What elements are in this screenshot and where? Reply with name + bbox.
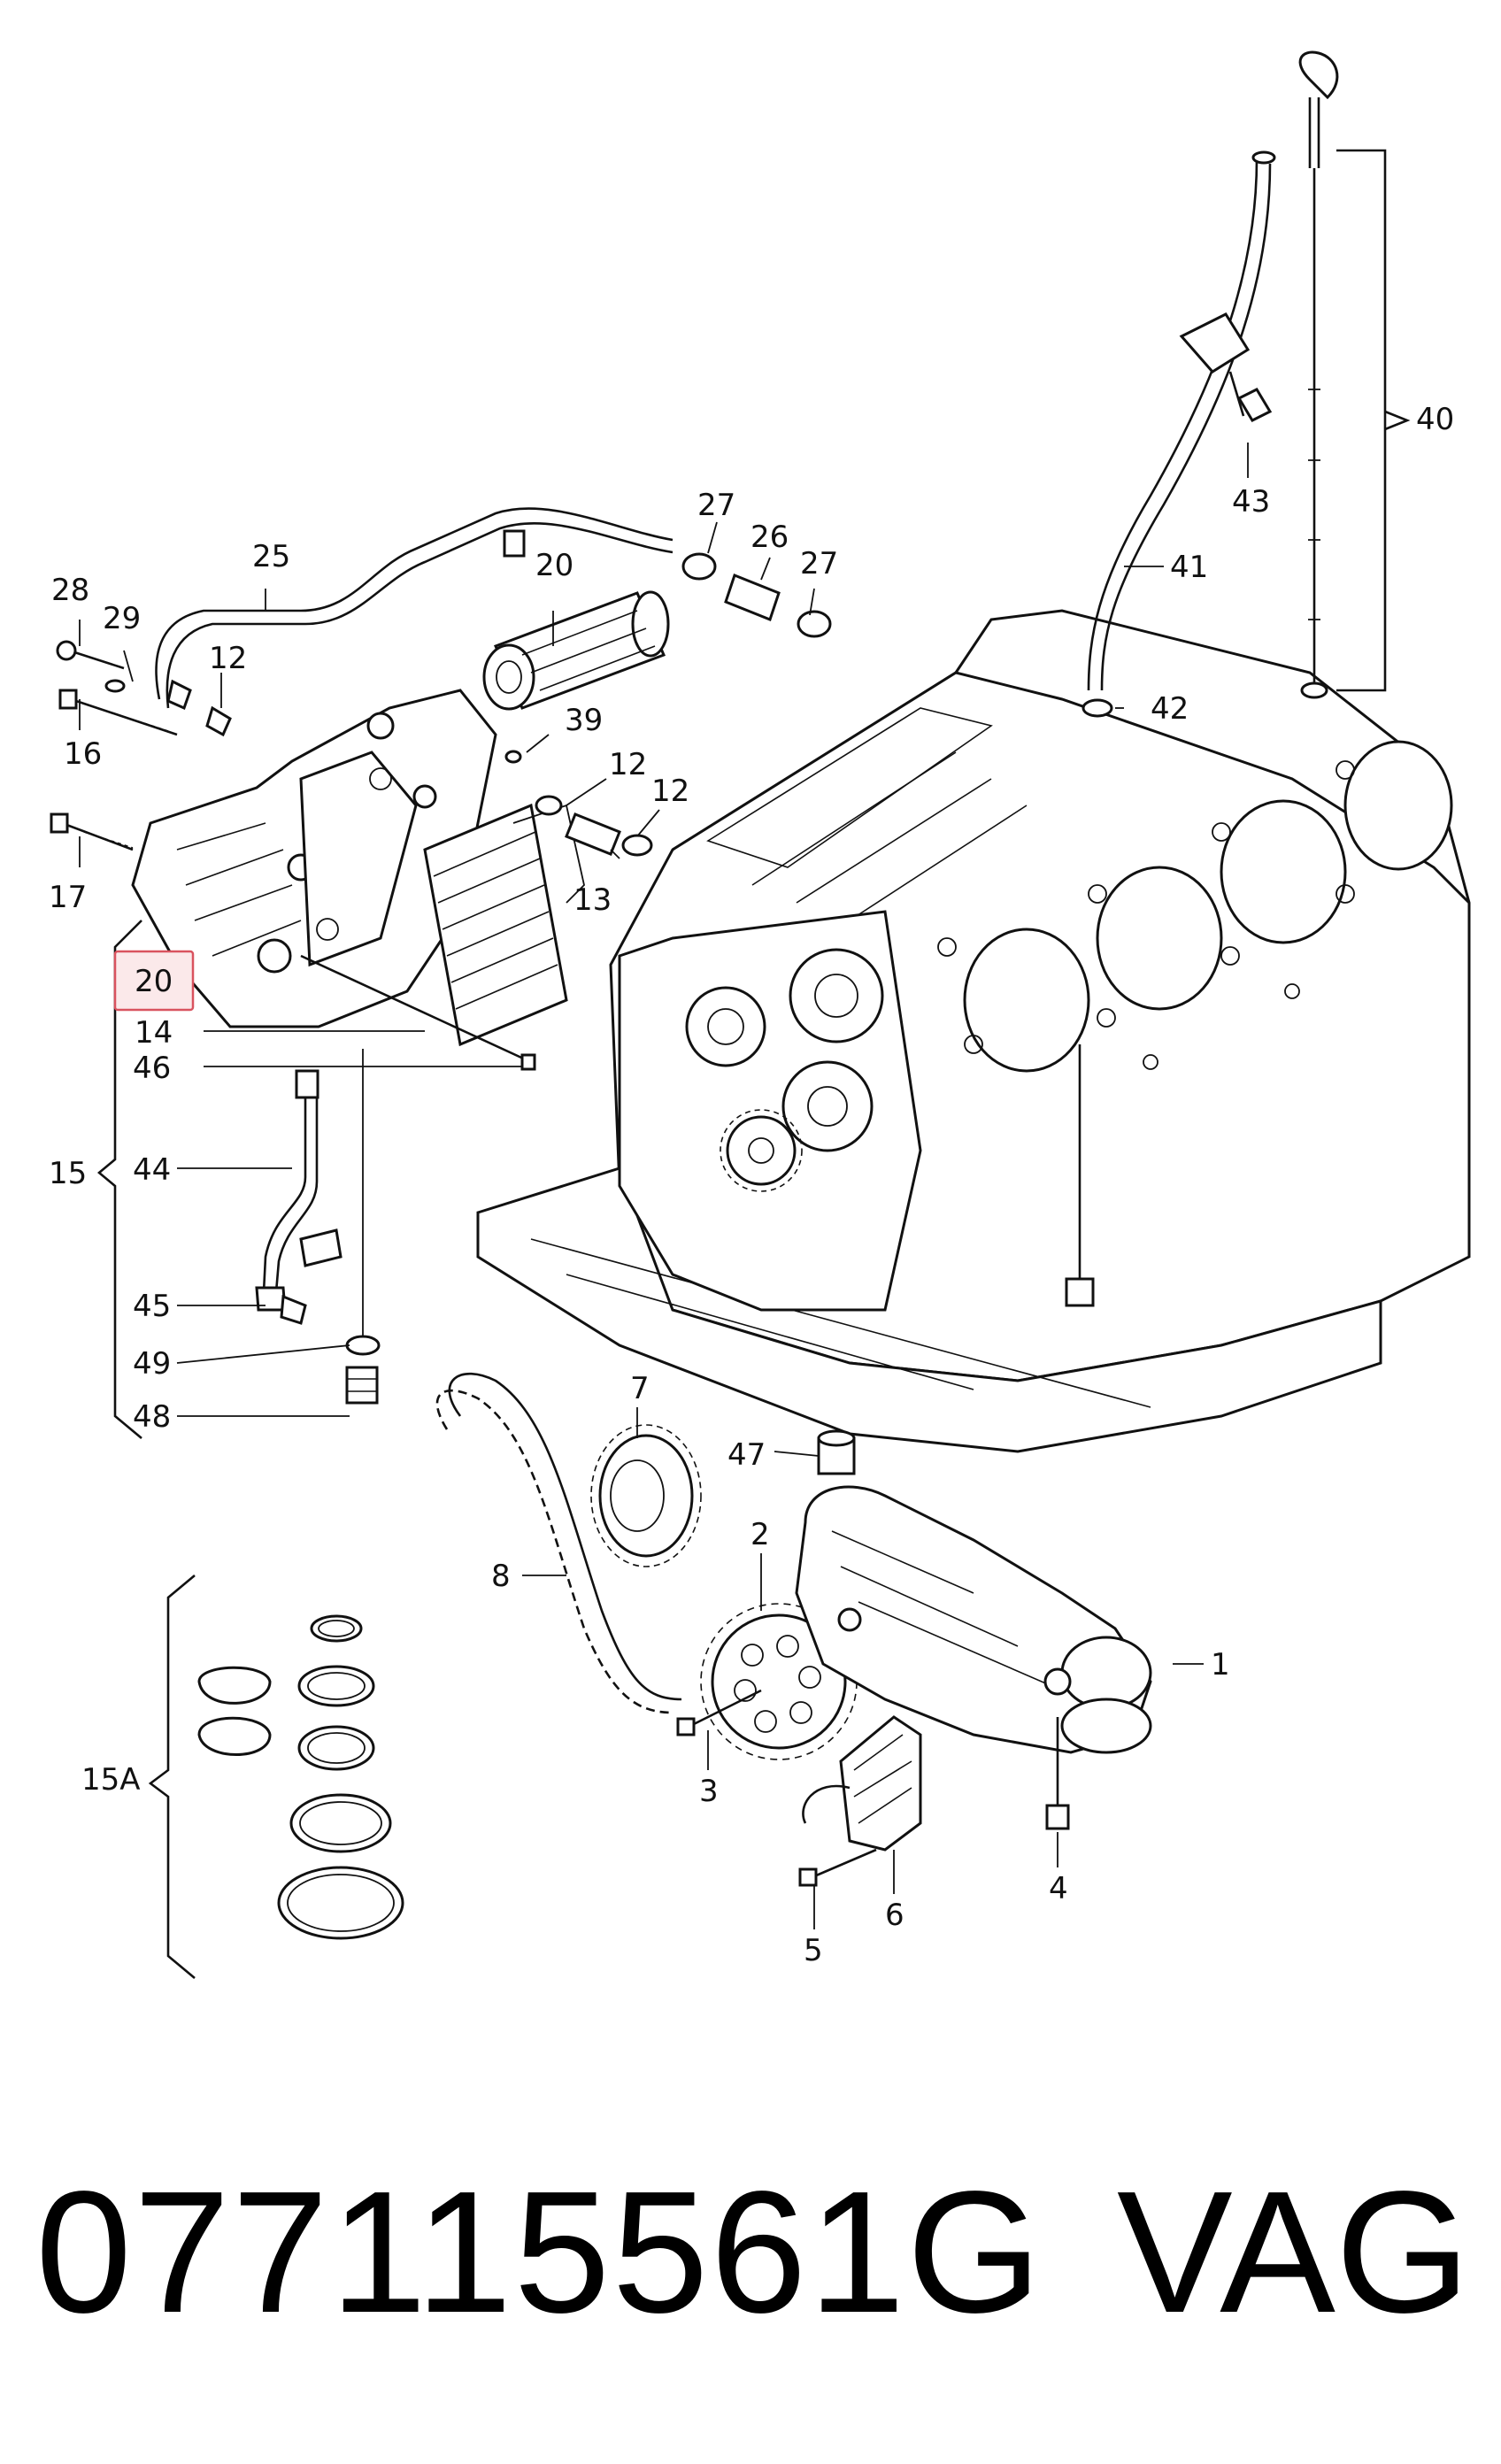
label-20-b: 20 — [535, 548, 573, 583]
seal-kit-15a — [148, 1575, 404, 1979]
dipstick-assembly — [1081, 50, 1411, 718]
engine-block — [476, 609, 1471, 1453]
label-41: 41 — [1170, 550, 1208, 585]
label-49: 49 — [133, 1346, 171, 1382]
label-15: 15 — [49, 1156, 87, 1191]
label-8: 8 — [491, 1559, 511, 1594]
label-48: 48 — [133, 1399, 171, 1435]
label-20-a: 20 — [135, 964, 173, 999]
label-42: 42 — [1151, 691, 1189, 727]
label-12-a: 12 — [209, 641, 247, 676]
label-29: 29 — [103, 601, 141, 636]
oil-filter-housing — [50, 507, 832, 1071]
label-13: 13 — [573, 882, 612, 918]
leader-lines — [79, 443, 1249, 1929]
callout-labels: 1 2 3 4 5 6 7 8 12 12 12 13 14 15 15A 16… — [49, 402, 1454, 1968]
oil-pump — [795, 1429, 1152, 1830]
label-16: 16 — [64, 736, 102, 772]
label-46: 46 — [133, 1051, 171, 1086]
label-12-b: 12 — [609, 747, 647, 782]
timing-chain — [435, 1372, 682, 1714]
label-28: 28 — [51, 573, 89, 608]
sprocket-7 — [590, 1424, 702, 1567]
label-6: 6 — [885, 1898, 904, 1933]
part-number: 077115561G — [35, 2155, 1043, 2349]
label-47: 47 — [727, 1437, 766, 1473]
label-3: 3 — [699, 1774, 719, 1809]
label-39: 39 — [565, 703, 603, 738]
label-2: 2 — [750, 1517, 770, 1552]
label-5: 5 — [804, 1933, 823, 1968]
label-27-b: 27 — [800, 546, 838, 581]
label-27-a: 27 — [697, 488, 735, 523]
label-14: 14 — [135, 1015, 173, 1051]
label-17: 17 — [49, 880, 87, 915]
chain-tensioner — [798, 1715, 922, 1887]
label-7: 7 — [630, 1371, 650, 1406]
label-40: 40 — [1416, 402, 1454, 437]
label-26: 26 — [750, 520, 789, 555]
label-12-c: 12 — [651, 774, 689, 809]
label-1: 1 — [1211, 1647, 1230, 1682]
label-4: 4 — [1049, 1871, 1068, 1906]
highlight-box — [113, 950, 195, 1012]
label-44: 44 — [133, 1152, 171, 1188]
brand-name: VAG — [1117, 2155, 1471, 2349]
label-15A: 15A — [81, 1762, 141, 1798]
label-25: 25 — [252, 539, 290, 574]
label-43: 43 — [1232, 484, 1270, 520]
label-45: 45 — [133, 1289, 171, 1324]
